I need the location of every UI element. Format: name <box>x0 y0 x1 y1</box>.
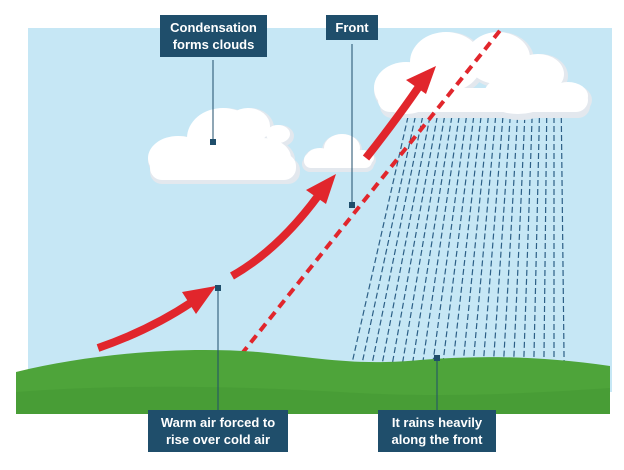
rain-streak <box>482 107 505 373</box>
label-condensation: Condensation forms clouds <box>160 15 267 57</box>
rain-streak <box>349 107 411 373</box>
rain-streak <box>560 107 565 373</box>
point-rain <box>434 355 440 361</box>
label-rain-line2: along the front <box>391 432 483 447</box>
warm-air-arrowhead-lower <box>182 286 216 314</box>
rain-streak <box>451 107 483 373</box>
label-rain-line1: It rains heavily <box>391 415 483 430</box>
rain-streak <box>522 107 533 373</box>
rain-streak <box>543 107 548 373</box>
point-front <box>349 202 355 208</box>
front-line <box>230 26 504 368</box>
label-front: Front <box>326 15 378 40</box>
warm-air-arrows <box>96 66 436 352</box>
warm-air-arrowhead-middle <box>306 174 336 204</box>
cloud-left <box>148 108 300 184</box>
rain-streak <box>461 107 490 373</box>
callout-leaders <box>212 44 438 412</box>
rain-streak <box>359 107 418 373</box>
rain-streak <box>502 107 519 373</box>
rain-streak <box>441 107 476 373</box>
ground-hill-shading <box>16 386 610 414</box>
warm-air-arrow-middle <box>230 193 322 280</box>
label-warm-air-line1: Warm air forced to <box>160 415 276 430</box>
label-warm-air-line2: rise over cold air <box>165 432 271 447</box>
label-front-line1: Front <box>335 20 369 35</box>
rain-streaks <box>349 107 565 373</box>
label-rain: It rains heavily along the front <box>378 410 496 452</box>
label-condensation-line2: forms clouds <box>172 37 255 52</box>
rain-streak <box>492 107 512 373</box>
rain-streak <box>533 107 541 373</box>
point-warm-air <box>215 285 221 291</box>
ground-hills <box>16 350 610 414</box>
label-warm-air: Warm air forced to rise over cold air <box>148 410 288 452</box>
rain-streak <box>471 107 497 373</box>
rain-streak <box>512 107 526 373</box>
warm-air-arrow-lower <box>96 298 195 352</box>
warm-air-arrow-upper <box>362 85 422 161</box>
warm-air-arrowhead-upper <box>406 66 436 94</box>
callout-points <box>210 139 440 361</box>
label-condensation-line1: Condensation <box>170 20 257 35</box>
point-condensation <box>210 139 216 145</box>
